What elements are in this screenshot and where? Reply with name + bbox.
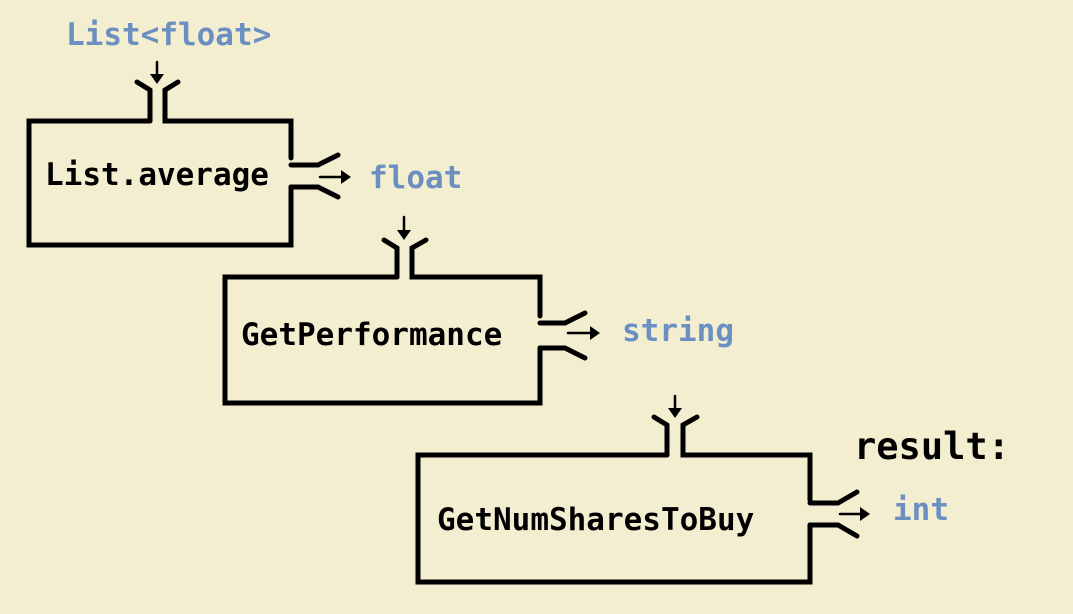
function-name-get-performance: GetPerformance: [241, 317, 503, 353]
function-name-get-num-shares-to-buy: GetNumSharesToBuy: [437, 502, 755, 538]
function-block-get-num-shares-to-buy: [415, 394, 870, 585]
result-label: result:: [854, 425, 1010, 468]
input-type-label: List<float>: [66, 17, 272, 53]
function-name-list-average: List.average: [45, 157, 269, 193]
function-block-list-average: [26, 60, 351, 248]
output-type-float: float: [369, 160, 463, 196]
function-block-get-performance: [222, 215, 600, 406]
output-type-string: string: [622, 313, 734, 349]
output-type-int: int: [893, 492, 949, 528]
